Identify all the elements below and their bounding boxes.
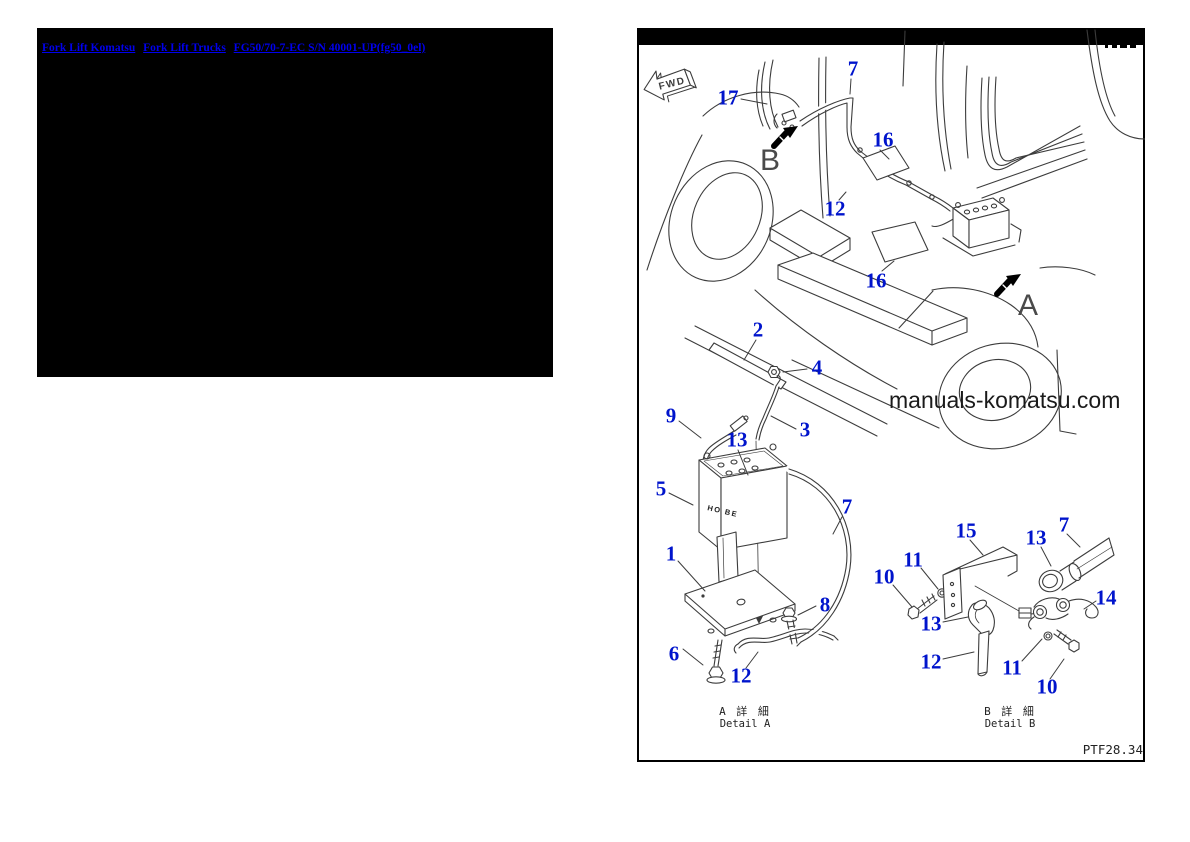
figure-code: PTF28.34	[1083, 742, 1143, 757]
fwd-arrow-icon: FWD	[643, 68, 697, 103]
leader-lines	[668, 78, 1097, 680]
breadcrumb-link-category[interactable]: Fork Lift Trucks	[143, 42, 226, 54]
truck-line-art	[646, 29, 1145, 450]
view-arrow-b	[771, 126, 798, 149]
parts-diagram: FWD	[637, 28, 1145, 762]
view-arrow-a	[994, 274, 1021, 297]
cropped-page-number-marks	[1105, 45, 1136, 48]
diagram-top-bar	[637, 28, 1145, 45]
detail-b-caption-en: Detail B	[985, 718, 1036, 730]
detail-b-caption-jp: B 詳 細	[984, 704, 1036, 718]
image-placeholder-panel: Fork Lift Komatsu Fork Lift Trucks FG50/…	[37, 28, 553, 377]
detail-a-caption-jp: A 詳 細	[719, 704, 771, 718]
detail-a-caption-en: Detail A	[720, 718, 771, 730]
parts-diagram-art: FWD	[637, 28, 1145, 762]
view-letter-a: A	[1018, 289, 1038, 322]
watermark-text: manuals-komatsu.com	[889, 387, 1120, 413]
detail-b-parts	[907, 534, 1118, 677]
breadcrumb-link-model[interactable]: FG50/70-7-EC S/N 40001-UP(fg50_0el)	[233, 42, 426, 54]
view-letter-b: B	[760, 144, 780, 177]
breadcrumb: Fork Lift Komatsu Fork Lift Trucks FG50/…	[42, 42, 430, 54]
detail-a-parts: HO BE	[684, 342, 855, 684]
breadcrumb-link-makers[interactable]: Fork Lift Komatsu	[42, 42, 136, 54]
